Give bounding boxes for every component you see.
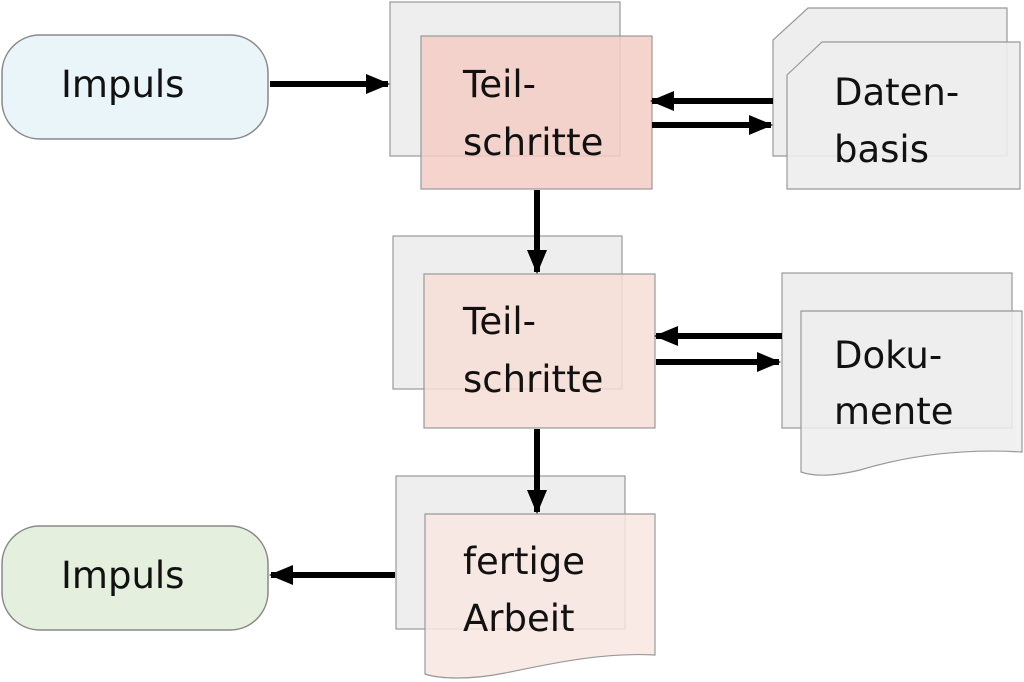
documents-label-line2: mente xyxy=(834,390,954,433)
step2-shape xyxy=(423,273,656,429)
documents-shape xyxy=(800,310,1023,476)
step1-shape xyxy=(420,35,653,190)
impuls-out-shape xyxy=(1,525,269,631)
step2-label-line1: Teil- xyxy=(463,300,536,343)
documents-label-line1: Doku- xyxy=(834,334,943,377)
result-shape xyxy=(424,513,656,679)
step1-label-line1: Teil- xyxy=(463,63,536,106)
impuls-out-label: Impuls xyxy=(61,554,185,597)
step1-label-line2: schritte xyxy=(463,121,604,164)
database-shape xyxy=(786,41,1021,190)
result-label-line1: fertige xyxy=(463,540,586,583)
database-label-line1: Daten- xyxy=(834,71,960,114)
database-label-line2: basis xyxy=(834,128,929,171)
step2-label-line2: schritte xyxy=(463,358,604,401)
result-label-line2: Arbeit xyxy=(463,597,575,640)
impuls-in-shape xyxy=(1,34,269,140)
impuls-in-label: Impuls xyxy=(61,63,185,106)
